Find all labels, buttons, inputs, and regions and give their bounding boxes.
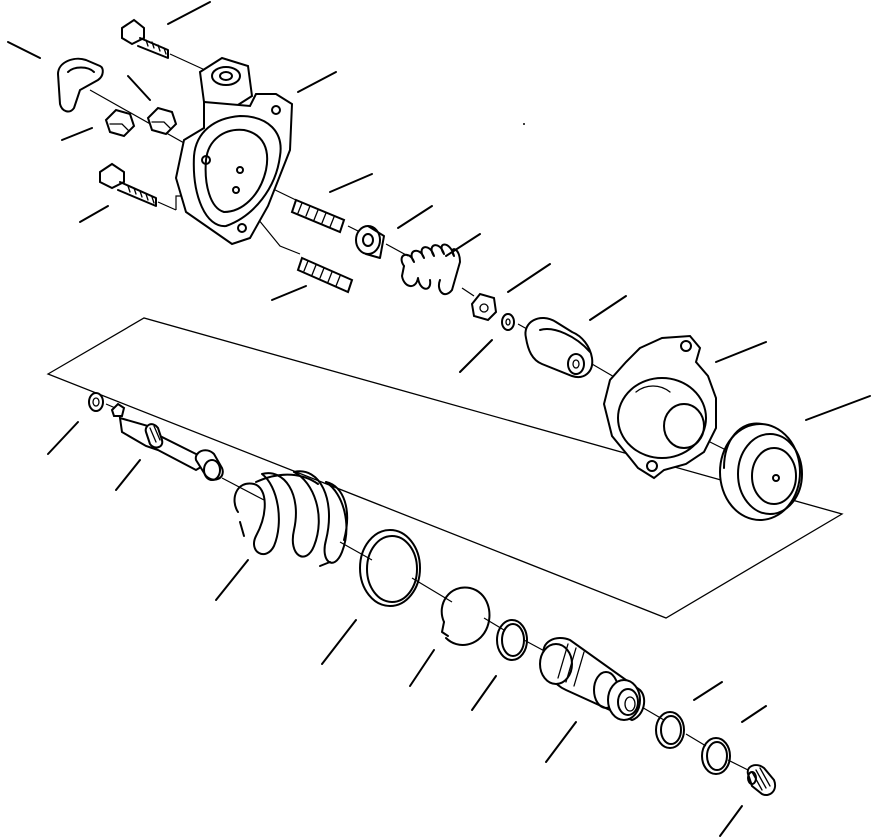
cover-bracket: [56, 57, 104, 113]
hex-nut-left: [104, 108, 136, 138]
leader-line: [115, 459, 141, 491]
plug: [746, 764, 776, 796]
large-spring: [233, 470, 349, 567]
speck: [523, 123, 525, 125]
leader-line: [545, 721, 577, 763]
leader-line: [409, 649, 435, 687]
cap-screw-top: [121, 18, 169, 59]
leader-line: [79, 205, 109, 223]
leader-line: [61, 127, 93, 141]
set-screw-lower: [296, 256, 354, 294]
cup: [719, 422, 803, 521]
leader-lines: [7, 1, 871, 837]
spring-seat: [355, 225, 385, 259]
o-ring-end: [701, 737, 731, 775]
set-screw-upper: [290, 198, 346, 234]
leader-line: [297, 71, 337, 93]
leader-line: [271, 285, 307, 301]
subassembly-outline: [46, 317, 844, 619]
snap-ring: [440, 586, 491, 646]
cap-screw-lower: [99, 162, 157, 207]
small-washer: [501, 313, 515, 331]
leader-line: [589, 295, 627, 321]
leader-line: [167, 1, 211, 25]
leader-line: [805, 395, 871, 421]
leader-line: [47, 421, 79, 455]
leader-line: [693, 681, 723, 701]
hex-nut-right: [146, 106, 178, 136]
leader-line: [329, 173, 373, 193]
leader-line: [459, 339, 493, 373]
leader-line: [741, 705, 767, 723]
snap-ring-small: [88, 392, 104, 412]
leader-line: [397, 205, 433, 229]
leader-line: [507, 263, 551, 293]
leader-line: [715, 341, 767, 363]
lock-nut: [470, 292, 498, 322]
o-ring-small: [655, 711, 685, 749]
leader-line: [321, 619, 357, 665]
leader-line: [445, 233, 481, 257]
small-spring: [400, 243, 461, 296]
large-ring: [359, 529, 421, 607]
leader-line: [215, 559, 249, 601]
retainer-cap: [524, 317, 594, 378]
leader-line: [719, 805, 743, 837]
valve-stem: [110, 402, 224, 481]
spool: [539, 637, 646, 722]
leader-line: [471, 675, 497, 711]
o-ring: [496, 619, 528, 661]
housing: [602, 334, 717, 480]
valve-body-flange: [174, 56, 294, 246]
leader-line: [7, 41, 41, 59]
leader-line: [127, 75, 151, 101]
